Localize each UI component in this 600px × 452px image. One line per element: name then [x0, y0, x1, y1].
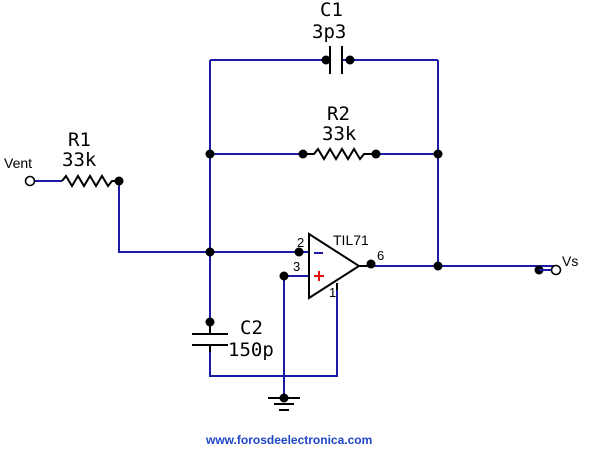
junction-dot	[345, 55, 355, 65]
junction-dot	[279, 271, 289, 281]
resistor-r2-zigzag	[303, 147, 376, 161]
resistor-r1: R1 33k	[61, 129, 119, 188]
junction-dot	[321, 55, 331, 65]
wire-r1-to-node	[118, 181, 210, 253]
junction-dot	[205, 317, 215, 327]
junction-dot	[205, 149, 215, 159]
opamp-pin-1-label: 1	[329, 285, 336, 300]
opamp-til71: TIL71 2 3 6 1	[293, 232, 384, 300]
junction-dot	[433, 261, 443, 271]
opamp-pin-6-label: 6	[377, 248, 384, 263]
c1-ref-label: C1	[320, 0, 343, 21]
terminal-input: Vent	[4, 155, 36, 187]
r1-ref-label: R1	[68, 129, 91, 151]
capacitor-c1: C1 3p3	[312, 0, 346, 74]
opamp-triangle	[308, 232, 361, 300]
junction-dot	[294, 247, 304, 257]
c2-ref-label: C2	[240, 317, 263, 339]
junction-dot	[205, 247, 215, 257]
wire-c2-bottom-loop	[209, 287, 338, 377]
junction-dot	[114, 176, 124, 186]
junction-dot	[279, 393, 289, 403]
junction-dot	[298, 149, 308, 159]
c1-value-label: 3p3	[312, 21, 346, 43]
r2-ref-label: R2	[327, 103, 350, 125]
junction-dot	[371, 149, 381, 159]
c2-value-label: 150p	[228, 339, 274, 361]
opamp-pin-3-label: 3	[293, 259, 300, 274]
r2-value-label: 33k	[322, 123, 357, 145]
input-net-label: Vent	[4, 155, 32, 171]
r1-value-label: 33k	[62, 149, 97, 171]
wires	[30, 59, 556, 398]
opamp-part-label: TIL71	[333, 232, 369, 248]
terminal-output-circle	[550, 264, 562, 276]
terminal-input-circle	[24, 175, 36, 187]
resistor-r2: R2 33k	[303, 103, 376, 161]
wire-noninv-to-ground	[283, 275, 309, 398]
junction-dot	[433, 149, 443, 159]
website-link[interactable]: www.forosdeelectronica.com	[205, 433, 372, 447]
junction-dots	[114, 55, 544, 403]
resistor-r1-zigzag	[61, 174, 119, 188]
terminal-output: Vs	[539, 253, 578, 276]
output-net-label: Vs	[562, 253, 578, 269]
capacitor-c2: C2 150p	[192, 317, 274, 361]
opamp-pin-2-label: 2	[297, 235, 304, 250]
junction-dot	[366, 259, 376, 269]
